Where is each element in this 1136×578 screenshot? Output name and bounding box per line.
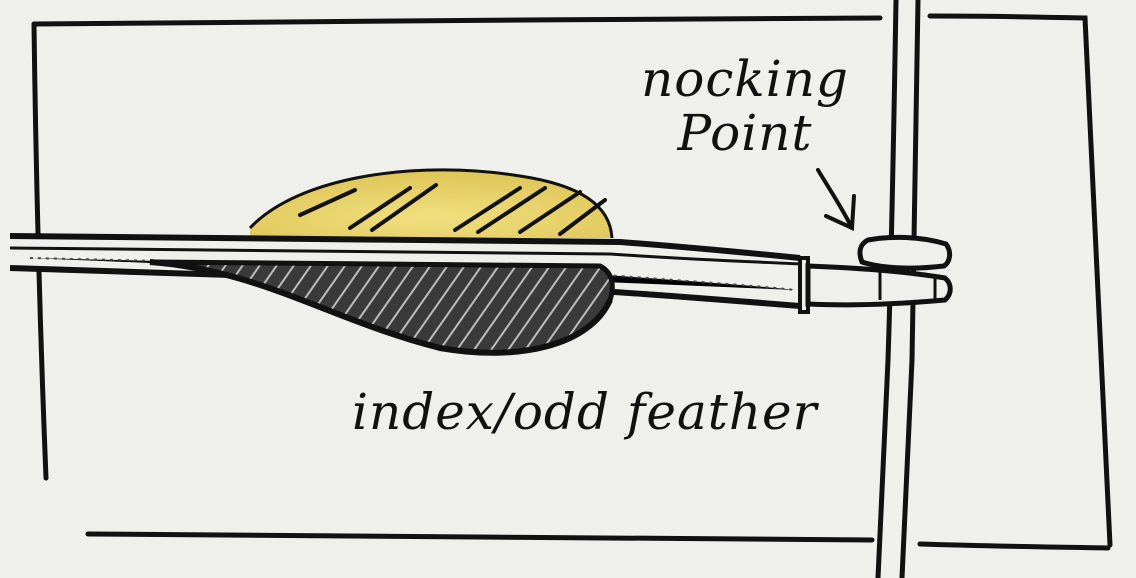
nocking-point-label-line1: nocking: [640, 52, 850, 106]
pointer-arrow: [818, 170, 854, 228]
nocking-point-label-line2: Point: [640, 106, 850, 160]
cock-feather: [250, 170, 612, 238]
nocking-point: [860, 237, 950, 268]
index-feather: [150, 262, 612, 353]
nocking-point-label: nocking Point: [640, 52, 850, 160]
index-feather-label: index/odd feather: [352, 384, 818, 440]
